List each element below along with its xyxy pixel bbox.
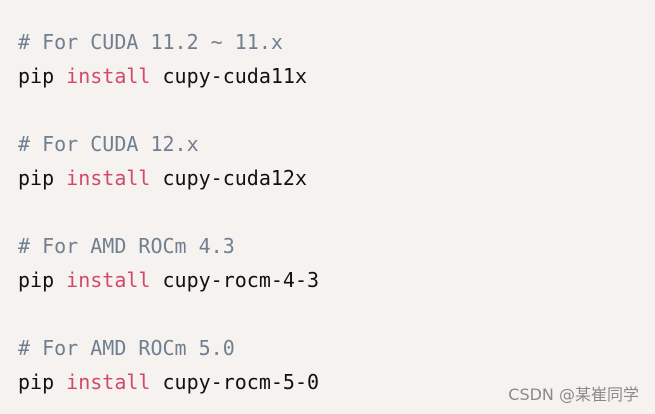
code-block: # For CUDA 11.2 ~ 11.x pip install cupy-… [18, 25, 638, 405]
code-keyword: install [66, 370, 151, 394]
blank-line [18, 93, 638, 127]
code-keyword: install [66, 64, 151, 88]
code-comment-rocm-4-3: # For AMD ROCm 4.3 [18, 234, 235, 258]
blank-line [18, 195, 638, 229]
code-line-install-cuda-11: pip install cupy-cuda11x [18, 59, 638, 93]
code-comment-cuda-11: # For CUDA 11.2 ~ 11.x [18, 30, 283, 54]
code-comment-cuda-12: # For CUDA 12.x [18, 132, 199, 156]
code-command: pip [18, 268, 55, 292]
code-line-install-rocm-5-0: pip install cupy-rocm-5-0 [18, 365, 638, 399]
package-name: cupy-rocm-4-3 [162, 268, 320, 292]
code-comment-rocm-5-0: # For AMD ROCm 5.0 [18, 336, 235, 360]
package-name: cupy-cuda11x [162, 64, 308, 88]
package-name: cupy-rocm-5-0 [162, 370, 320, 394]
package-name: cupy-cuda12x [162, 166, 308, 190]
code-keyword: install [66, 166, 151, 190]
code-line-install-rocm-4-3: pip install cupy-rocm-4-3 [18, 263, 638, 297]
code-command: pip [18, 370, 55, 394]
watermark: CSDN @某崔同学 [508, 385, 639, 404]
code-keyword: install [66, 268, 151, 292]
code-command: pip [18, 166, 55, 190]
code-line-install-cuda-12: pip install cupy-cuda12x [18, 161, 638, 195]
blank-line [18, 297, 638, 331]
code-command: pip [18, 64, 55, 88]
